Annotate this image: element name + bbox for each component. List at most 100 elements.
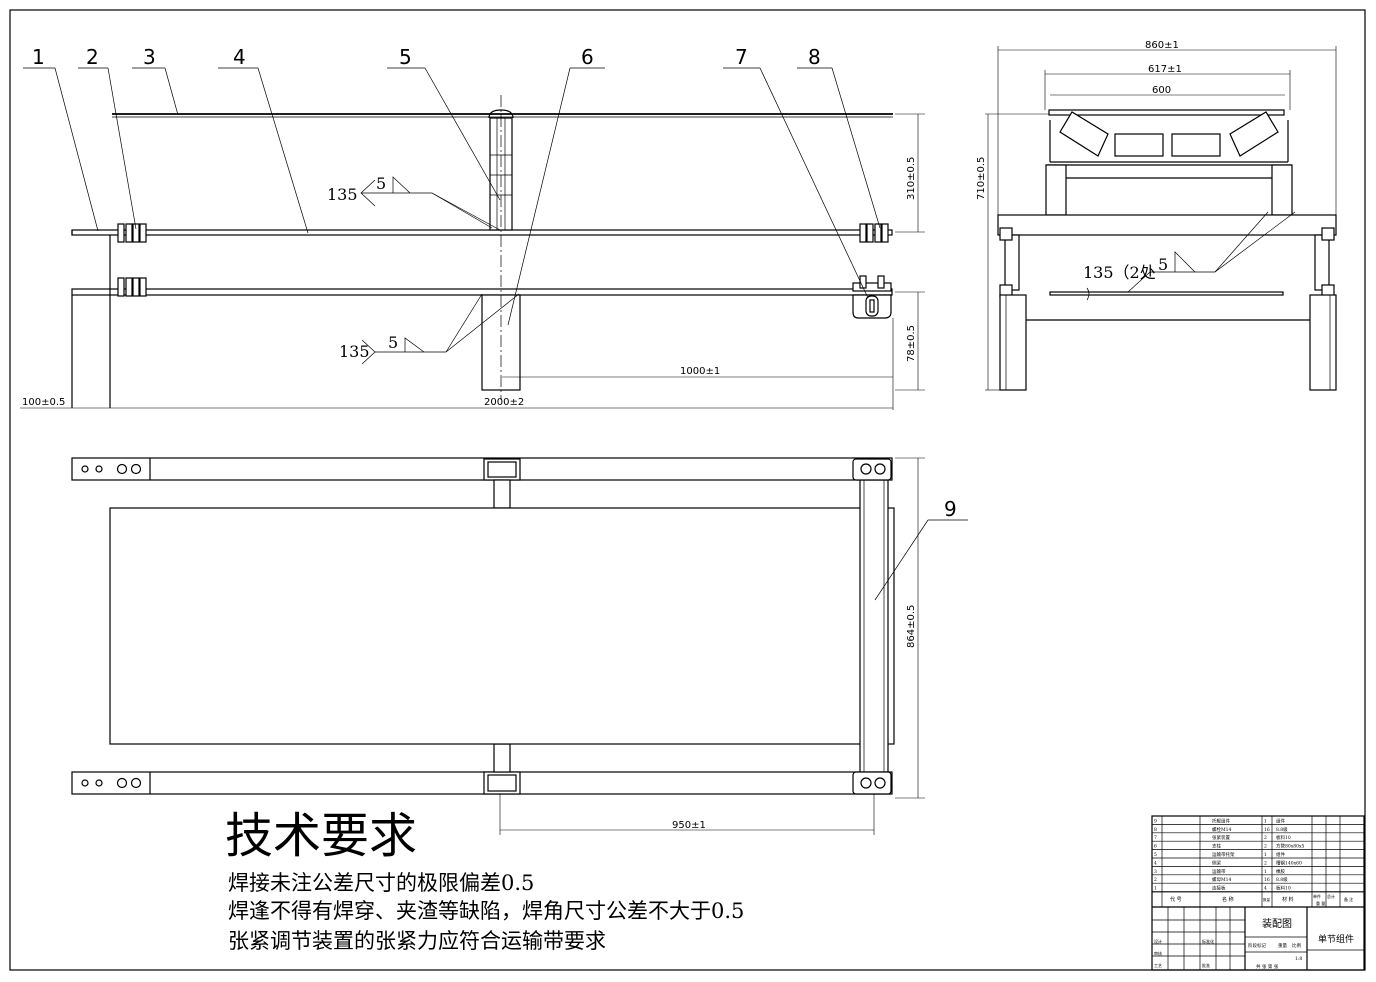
parts-row-material: 板料10 [1276, 885, 1291, 892]
label-sheet-of: 共 张 第 张 [1256, 963, 1279, 970]
parts-row-material: 方管80x80x5 [1276, 843, 1305, 850]
dim-860: 860±1 [1145, 40, 1179, 51]
parts-row-name: 张紧装置 [1212, 834, 1230, 841]
bolt-group-left-bottom [117, 277, 147, 297]
parts-row-no: 9 [1154, 818, 1157, 824]
parts-row-material: 8.8级 [1276, 876, 1288, 883]
parts-header-unit-weight: 单件 [1313, 893, 1321, 899]
parts-row-no: 3 [1154, 869, 1157, 875]
side-view: 860±1 617±1 600 710±0.5 [976, 40, 1337, 391]
label-standard: 标准化 [1202, 938, 1214, 944]
bolt-group-left-top [117, 223, 147, 243]
svg-text:5: 5 [1158, 255, 1168, 274]
parts-row-name: 螺母M14 [1212, 876, 1231, 883]
svg-text:5: 5 [388, 333, 398, 352]
front-view: 1 2 3 4 5 6 7 8 135 5 135 5 [20, 45, 925, 410]
parts-row-no: 5 [1154, 852, 1157, 858]
parts-row-name: 托辊组件 [1212, 817, 1230, 824]
parts-row-qty: 1 [1264, 852, 1267, 858]
tech-line-3: 张紧调节装置的张紧力应符合运输带要求 [228, 929, 606, 953]
callout-3: 3 [143, 45, 156, 69]
bolt-group-right-top [859, 223, 889, 243]
parts-row-name: 连接板 [1212, 885, 1226, 892]
parts-row-name: 支柱 [1212, 843, 1221, 850]
parts-header-material: 材 料 [1282, 896, 1294, 903]
return-idler-roller [859, 479, 889, 773]
parts-row-no: 2 [1154, 877, 1157, 883]
tech-title: 技术要求 [225, 808, 417, 864]
dim-710: 710±0.5 [976, 157, 987, 200]
weld-symbol-lower: 135 5 [339, 293, 520, 365]
parts-row-qty: 1 [1264, 869, 1267, 875]
dim-2000: 2000±2 [484, 397, 524, 408]
parts-row-name: 运输带 [1212, 868, 1226, 875]
dim-617: 617±1 [1148, 64, 1182, 75]
callout-9: 9 [944, 497, 957, 521]
svg-text:5: 5 [376, 174, 386, 193]
drawing-frame [9, 9, 1366, 971]
troughing-idlers [1046, 111, 1292, 166]
belt-plan [109, 507, 895, 745]
drawing-type: 装配图 [1262, 917, 1292, 930]
parts-row-no: 8 [1154, 827, 1157, 833]
weld-symbol-side: 135（2处 5 [1083, 211, 1296, 301]
parts-row-material: 板料10 [1276, 834, 1291, 841]
title-block: 9 托辊组件 1 组件 8 螺栓M14 16 8.8级 7 张紧装置 2 板料10 6 支柱 2 方管80x8… [1151, 815, 1365, 971]
tech-line-2: 焊逢不得有焊穿、夹渣等缺陷，焊角尺寸公差不大于0.5 [228, 899, 744, 923]
dim-78: 78±0.5 [906, 325, 917, 362]
callout-6: 6 [581, 45, 594, 69]
scale-value: 1:8 [1295, 956, 1302, 962]
callout-1: 1 [32, 45, 45, 69]
dim-950: 950±1 [672, 820, 706, 831]
parts-header-qty: 数量 [1263, 897, 1271, 902]
label-design: 设计 [1154, 938, 1162, 944]
parts-row-name: 运输带托架 [1212, 851, 1235, 858]
parts-row-no: 4 [1154, 860, 1157, 866]
parts-row-qty: 2 [1264, 835, 1267, 841]
callout-8: 8 [808, 45, 821, 69]
callout-4: 4 [233, 45, 246, 69]
dim-1000: 1000±1 [680, 366, 720, 377]
parts-list-rows: 9 托辊组件 1 组件 8 螺栓M14 16 8.8级 7 张紧装置 2 板料10 6 支柱 2 方管80x8… [1152, 817, 1364, 892]
technical-requirements: 技术要求 焊接未注公差尺寸的极限偏差0.5 焊逢不得有焊穿、夹渣等缺陷，焊角尺寸… [225, 808, 744, 953]
parts-row-qty: 16 [1264, 877, 1270, 883]
label-scale: 比例 [1292, 942, 1301, 949]
parts-row-no: 7 [1154, 835, 1157, 841]
label-process: 工艺 [1154, 963, 1162, 968]
parts-header-remark: 备 注 [1344, 896, 1353, 902]
parts-row-no: 6 [1154, 844, 1157, 850]
weld-symbol-upper: 135 5 [327, 174, 501, 231]
label-stage-mark: 阶段标记 [1248, 942, 1266, 949]
tech-line-1: 焊接未注公差尺寸的极限偏差0.5 [228, 871, 534, 895]
parts-row-qty: 2 [1264, 844, 1267, 850]
part-name: 单节组件 [1318, 933, 1354, 945]
parts-row-qty: 4 [1264, 886, 1267, 892]
callout-leaders-front [23, 67, 881, 326]
svg-text:135: 135 [327, 185, 358, 204]
parts-row-material: 8.8级 [1276, 826, 1288, 833]
parts-row-name: 螺栓M14 [1212, 826, 1231, 833]
parts-row-qty: 16 [1264, 827, 1270, 833]
label-review: 审核 [1154, 950, 1162, 956]
parts-header-total-weight: 总计 [1327, 893, 1335, 899]
parts-row-material: 橡胶 [1276, 868, 1285, 875]
parts-header-name: 名 称 [1222, 896, 1234, 903]
parts-row-material: 组件 [1276, 817, 1285, 824]
parts-row-material: 槽钢140x60 [1276, 859, 1302, 866]
label-weight: 重量 [1278, 942, 1287, 949]
parts-header-weight: 重 量 [1316, 900, 1325, 906]
parts-row-no: 1 [1154, 886, 1157, 892]
parts-header-code: 代 号 [1170, 896, 1182, 903]
parts-row-name: 侧梁 [1212, 859, 1221, 866]
parts-row-qty: 1 [1264, 818, 1267, 824]
dim-864: 864±0.5 [906, 605, 917, 648]
dim-100: 100±0.5 [22, 397, 65, 408]
dim-600: 600 [1152, 85, 1171, 96]
tensioner-device [852, 275, 892, 319]
top-view: 9 864±0.5 950±1 [71, 457, 968, 835]
callout-2: 2 [86, 45, 99, 69]
svg-text:135（2处: 135（2处 [1083, 263, 1156, 282]
svg-text:135: 135 [339, 342, 370, 361]
parts-row-material: 组件 [1276, 851, 1285, 858]
